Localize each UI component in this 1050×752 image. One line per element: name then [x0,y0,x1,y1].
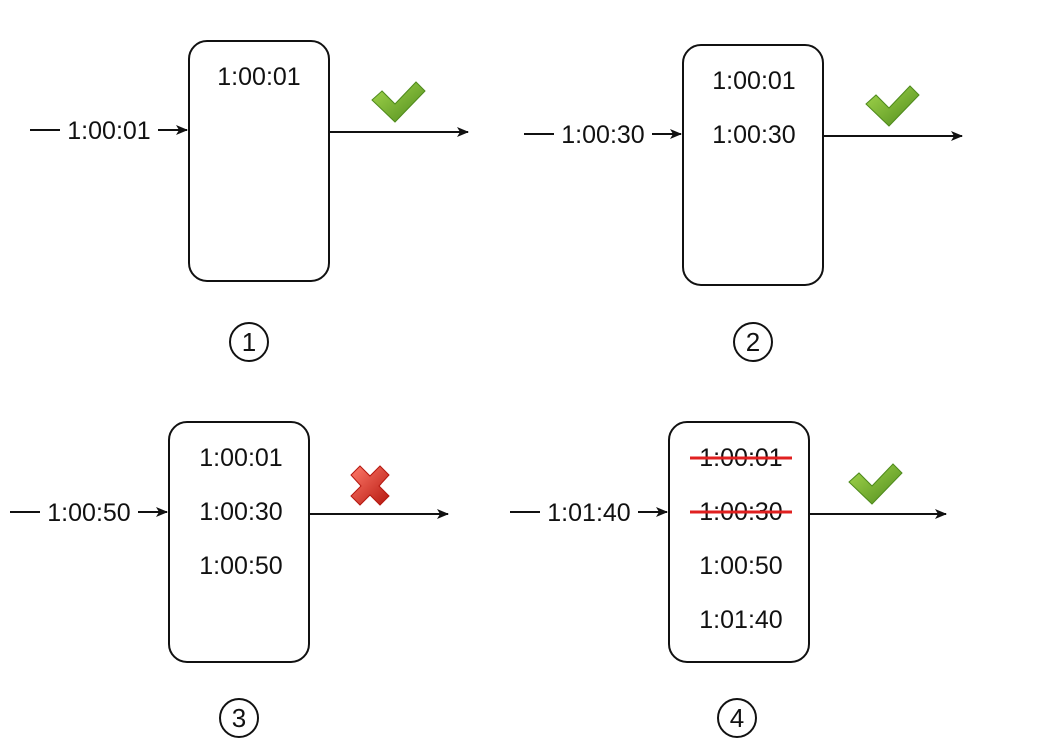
check-icon [371,81,426,123]
step-number-circle [717,698,757,738]
step-number: 4 [730,703,744,733]
step-number-circle [733,322,773,362]
panel-1: 1:00:01 1:00:01 1 [30,40,469,362]
cross-icon [350,465,390,506]
log-entry: 1:00:30 [712,121,795,149]
step-number: 3 [232,703,246,733]
incoming-timestamp: 1:00:30 [561,121,644,149]
log-box [668,421,810,663]
log-box [188,40,330,282]
log-entry: 1:00:50 [699,552,782,580]
step-number-circle [229,322,269,362]
log-entry: 1:01:40 [699,606,782,634]
incoming-label-bg [60,114,158,146]
check-icon [865,85,920,127]
incoming-label-bg [540,496,638,528]
incoming-timestamp: 1:00:50 [47,499,130,527]
step-number: 1 [242,327,256,357]
log-box [168,421,310,663]
incoming-label-bg [554,118,652,150]
log-box [682,44,824,286]
log-entry: 1:00:01 [712,67,795,95]
step-number-circle [219,698,259,738]
step-number: 2 [746,327,760,357]
log-entry: 1:00:01 [199,444,282,472]
incoming-label-bg [40,496,138,528]
panel-4: 1:01:40 1:00:01 1:00:30 1:00:50 1:01:40 … [510,421,947,738]
log-entry: 1:00:30 [199,498,282,526]
check-icon [848,463,903,505]
log-entry: 1:00:01 [217,63,300,91]
incoming-timestamp: 1:00:01 [67,117,150,145]
panel-3: 1:00:50 1:00:01 1:00:30 1:00:50 3 [10,421,449,738]
log-entry: 1:00:50 [199,552,282,580]
panel-2: 1:00:30 1:00:01 1:00:30 2 [524,44,963,362]
incoming-timestamp: 1:01:40 [547,499,630,527]
